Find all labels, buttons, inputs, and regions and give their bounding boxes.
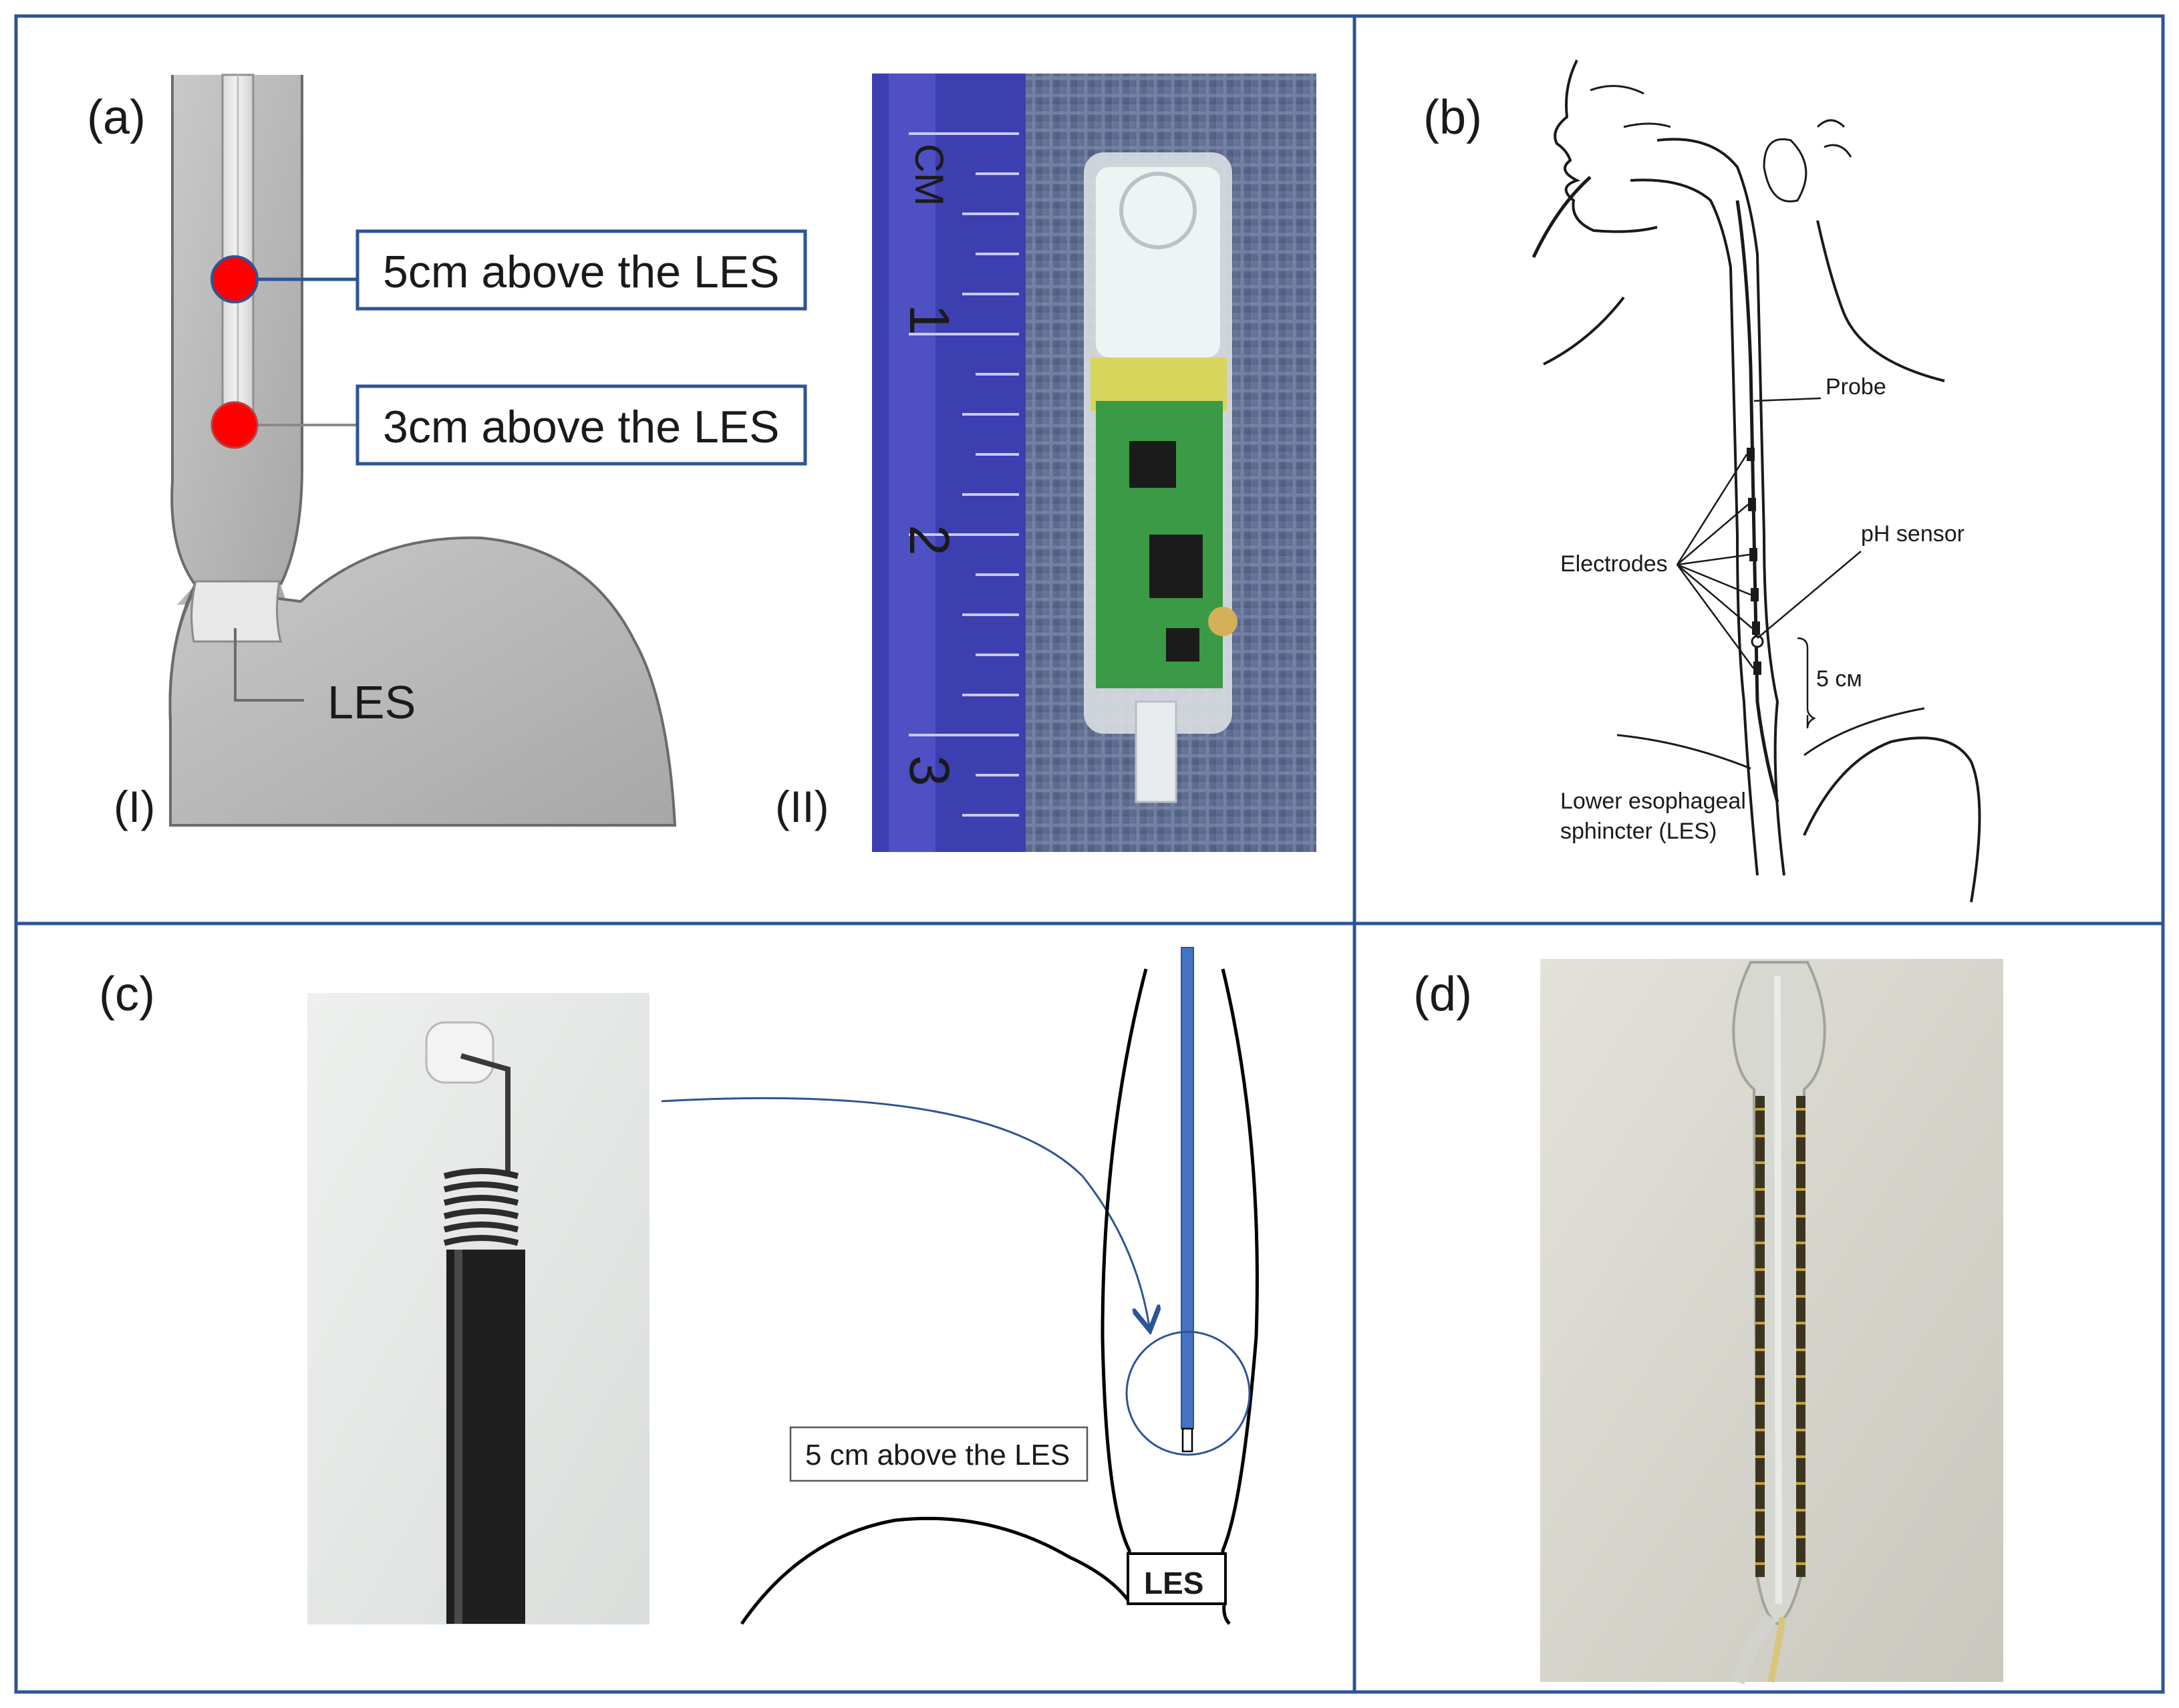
- upper-sensor: [210, 255, 259, 303]
- lower-sensor: [210, 401, 259, 449]
- ruler-unit: CM: [907, 144, 952, 206]
- les-pointer: [234, 628, 304, 702]
- catheter-cable: [1730, 1612, 1777, 1685]
- ruler-tick-2: 2: [898, 525, 961, 556]
- zoom-circle: [1125, 1330, 1251, 1456]
- panel-a: (a) LES 5cm above the LES 3cm above the …: [87, 74, 1316, 852]
- esophagus-schematic: [740, 968, 1259, 1625]
- les-label-line1: Lower esophageal: [1560, 789, 1746, 814]
- c-les-label: LES: [1144, 1566, 1203, 1600]
- panel-c: (c): [99, 947, 1259, 1625]
- ruler-tick-3: 3: [898, 755, 961, 787]
- stomach-diagram: LES: [168, 74, 677, 827]
- box-label-frame: [789, 1426, 1088, 1482]
- panel-a-label: (a): [87, 91, 146, 144]
- electrodes: [1747, 448, 1761, 675]
- clip-photo: [307, 993, 649, 1624]
- sub-label-II: (II): [775, 782, 829, 831]
- sub-label-I: (I): [114, 782, 155, 831]
- probe-label: Probe: [1826, 374, 1886, 400]
- distance-label: 5 см: [1816, 666, 1862, 692]
- catheter: [1181, 947, 1194, 1429]
- clip-cap: [425, 1021, 494, 1084]
- les-label-line2: sphincter (LES): [1560, 819, 1717, 844]
- hrm-catheter-photo: [1540, 959, 2003, 1685]
- panel-d: (d): [1413, 959, 2003, 1685]
- sensor-strip-right: [1796, 1096, 1805, 1577]
- callout-upper-box: [355, 229, 807, 311]
- ph-sensor-dot: [1751, 635, 1764, 648]
- ph-sensor-label: pH sensor: [1861, 521, 1965, 547]
- panel-b: (b): [1423, 59, 1981, 903]
- head-sagittal-drawing: [1532, 59, 1981, 903]
- panel-c-label: (c): [99, 968, 155, 1021]
- capsule-photo: CM 1 2 3: [872, 74, 1316, 852]
- callout-upper-text: 5cm above the LES: [383, 247, 779, 297]
- probe-line: [1735, 200, 1779, 803]
- panel-grid: [14, 14, 2165, 1694]
- ruler-tick-1: 1: [898, 304, 961, 335]
- les-box: [1127, 1552, 1227, 1605]
- sensor-strip-left: [1755, 1096, 1765, 1577]
- electrodes-label: Electrodes: [1560, 551, 1668, 577]
- capsule-tip: [1181, 1427, 1193, 1453]
- callout-lower-text: 3cm above the LES: [383, 402, 779, 452]
- pointer-arrow: [661, 1097, 1149, 1326]
- panel-b-label: (b): [1423, 91, 1482, 144]
- box-label-text: 5 cm above the LES: [805, 1439, 1070, 1471]
- callout-lower-box: [355, 384, 807, 466]
- panel-d-label: (d): [1413, 968, 1472, 1021]
- clip-spring: [443, 1168, 519, 1246]
- les-band: [190, 580, 282, 643]
- les-label: LES: [327, 676, 416, 728]
